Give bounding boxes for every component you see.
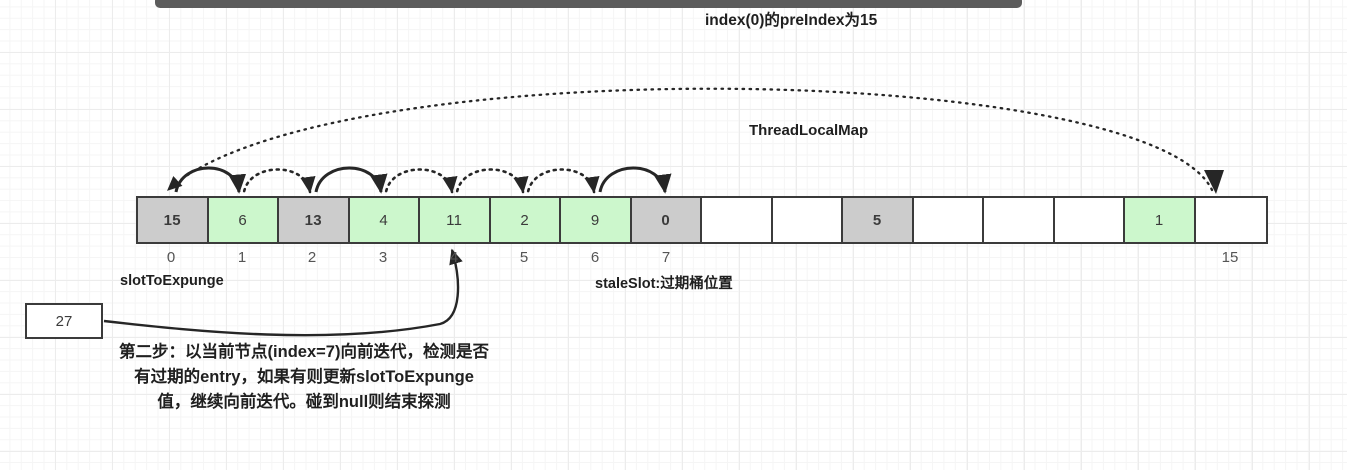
bucket-11[interactable] <box>913 198 984 242</box>
bucket-13[interactable] <box>1054 198 1125 242</box>
arc-hop-1-to-0 <box>174 166 247 194</box>
bucket-9[interactable] <box>772 198 843 242</box>
arc-preindex-long <box>166 87 1214 192</box>
bucket-0[interactable]: 15 <box>138 198 209 242</box>
arc-preindex-long-tail-head <box>1204 170 1224 194</box>
slot-to-expunge-label: slotToExpunge <box>120 273 224 289</box>
bucket-1[interactable]: 6 <box>208 198 279 242</box>
index-label-15: 15 <box>1221 249 1239 266</box>
bucket-10[interactable]: 5 <box>843 198 914 242</box>
pointer-27-to-bucket-4 <box>103 248 463 337</box>
bucket-7[interactable]: 0 <box>631 198 702 242</box>
page-title: index(0)的preIndex为15 <box>705 12 878 29</box>
arc-hop-2-to-1 <box>242 168 316 194</box>
arc-hop-6-to-5 <box>526 168 600 194</box>
arc-hop-7-to-6 <box>598 166 672 194</box>
bucket-3[interactable]: 4 <box>349 198 420 242</box>
arc-hop-4-to-3 <box>384 168 458 194</box>
index-label-2: 2 <box>307 249 317 266</box>
index-label-1: 1 <box>237 249 247 266</box>
bucket-4[interactable]: 11 <box>420 198 491 242</box>
value-box-27[interactable]: 27 <box>25 303 103 339</box>
index-label-7: 7 <box>661 249 671 266</box>
index-label-0: 0 <box>166 249 176 266</box>
bucket-14[interactable]: 1 <box>1125 198 1196 242</box>
bucket-8[interactable] <box>702 198 773 242</box>
stale-slot-label: staleSlot:过期桶位置 <box>595 276 733 292</box>
bucket-6[interactable]: 9 <box>561 198 632 242</box>
bucket-2[interactable]: 13 <box>279 198 350 242</box>
arc-hop-5-to-4 <box>455 168 529 194</box>
threadlocalmap-bucket-array: 15 6 13 4 11 2 9 0 5 1 <box>136 196 1268 244</box>
threadlocalmap-label: ThreadLocalMap <box>749 122 869 139</box>
step-caption: 第二步：以当前节点(index=7)向前迭代，检测是否有过期的entry，如果有… <box>119 343 489 412</box>
index-label-4: 4 <box>449 249 459 266</box>
arc-hop-3-to-2 <box>314 166 388 194</box>
bucket-12[interactable] <box>984 198 1055 242</box>
bucket-5[interactable]: 2 <box>490 198 561 242</box>
index-label-5: 5 <box>519 249 529 266</box>
index-label-3: 3 <box>378 249 388 266</box>
index-label-6: 6 <box>590 249 600 266</box>
bucket-15[interactable] <box>1195 198 1266 242</box>
top-scroll-bar[interactable] <box>155 0 1022 8</box>
